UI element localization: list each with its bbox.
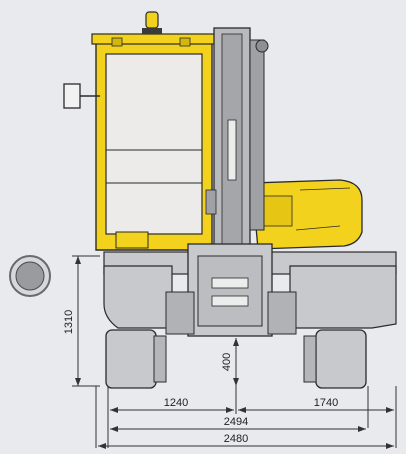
left-half-width-label: 1240	[164, 397, 188, 409]
overall-width-label: 2480	[224, 433, 248, 445]
engine-housing	[251, 179, 363, 250]
overall-height-label: 1310	[63, 310, 75, 334]
track-width-label: 2494	[224, 416, 248, 428]
side-mirror-icon	[63, 83, 100, 109]
ground-clearance-label: 400	[221, 353, 233, 371]
boom	[205, 27, 269, 267]
operator-cab	[91, 33, 217, 251]
work-light-icon	[111, 37, 123, 47]
undercarriage	[103, 243, 397, 337]
rotating-beacon-icon	[142, 11, 162, 34]
round-badge-icon	[9, 255, 51, 297]
right-wheel	[303, 329, 367, 389]
work-light-icon	[179, 37, 191, 47]
dimension-lines	[72, 255, 397, 448]
right-half-width-label: 1740	[314, 397, 338, 409]
left-wheel	[105, 329, 167, 389]
dimension-arrows	[75, 256, 394, 449]
